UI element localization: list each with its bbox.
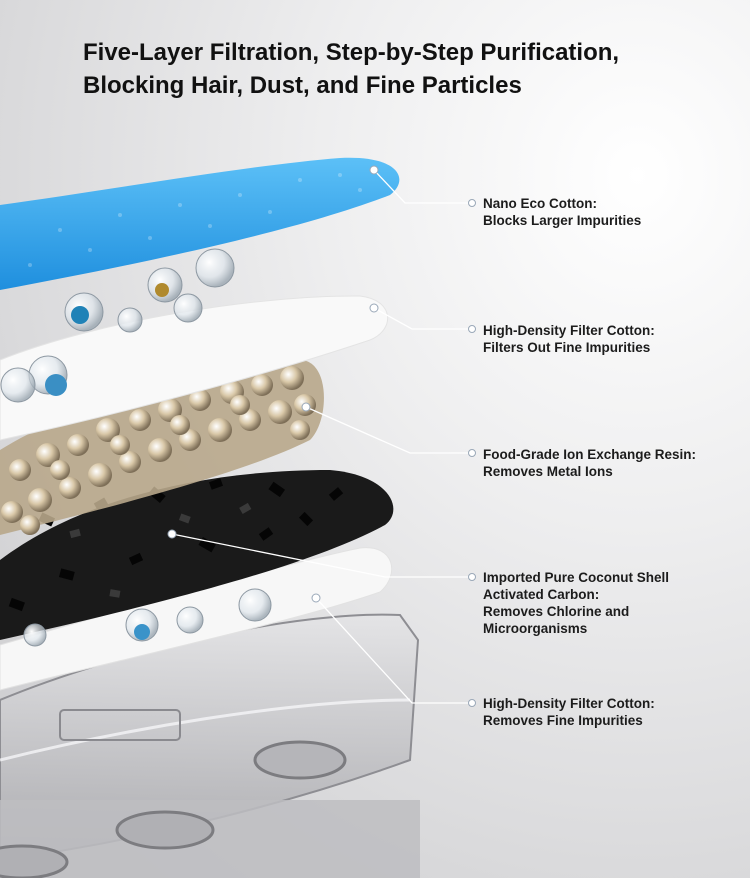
activated-carbon-layer	[0, 470, 394, 640]
layer-function: Filters Out Fine Impurities	[483, 340, 651, 355]
layer-name: Food-Grade Ion Exchange Resin:	[483, 447, 697, 462]
layer-function: Removes Metal Ions	[483, 464, 613, 479]
layer-function-line-2: Microorganisms	[483, 621, 588, 636]
layer-function-line-1: Removes Chlorine and	[483, 604, 630, 619]
title-line-2: Blocking Hair, Dust, and Fine Particles	[83, 72, 522, 99]
layer-label-high-density-filter-cotton-top: High-Density Filter Cotton: Filters Out …	[483, 322, 655, 356]
layer-name: High-Density Filter Cotton:	[483, 323, 655, 338]
title-line-1: Five-Layer Filtration, Step-by-Step Puri…	[83, 39, 620, 66]
water-droplet-icon	[0, 248, 272, 647]
leader-dots	[167, 165, 476, 707]
layer-function: Blocks Larger Impurities	[483, 213, 642, 228]
layer-label-activated-carbon: Imported Pure Coconut Shell Activated Ca…	[483, 569, 669, 637]
layer-name-line-2: Activated Carbon:	[483, 587, 600, 602]
leader-lines	[171, 169, 472, 704]
nano-eco-cotton-layer	[0, 157, 400, 290]
ion-exchange-resin-layer	[0, 360, 324, 535]
upper-filter-cotton	[0, 295, 388, 441]
filter-housing	[0, 613, 420, 878]
layer-name: High-Density Filter Cotton:	[483, 696, 655, 711]
page-title: Five-Layer Filtration, Step-by-Step Puri…	[83, 36, 619, 102]
layer-label-ion-exchange-resin: Food-Grade Ion Exchange Resin: Removes M…	[483, 446, 696, 480]
layer-name-line-1: Imported Pure Coconut Shell	[483, 570, 670, 585]
layer-label-high-density-filter-cotton-bottom: High-Density Filter Cotton: Removes Fine…	[483, 695, 655, 729]
layer-label-nano-eco-cotton: Nano Eco Cotton: Blocks Larger Impuritie…	[483, 195, 641, 229]
layer-function: Removes Fine Impurities	[483, 713, 643, 728]
layer-name: Nano Eco Cotton:	[483, 196, 597, 211]
